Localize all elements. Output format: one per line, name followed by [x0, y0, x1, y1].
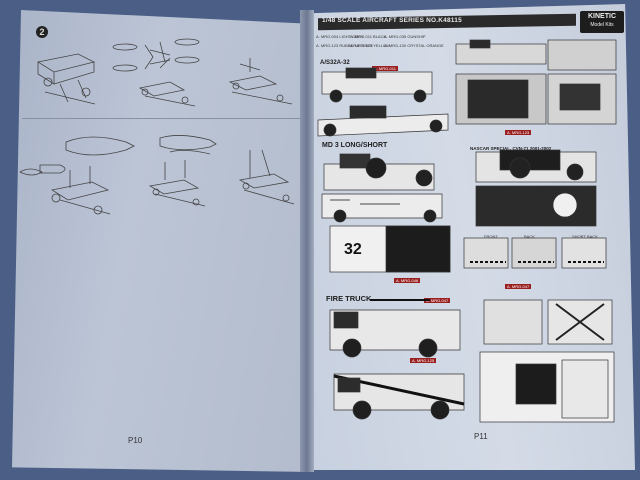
- paint-chip-6: A. MRG-100 CRYSTAL ORANGE: [384, 43, 444, 48]
- decal-number: 32: [344, 241, 362, 258]
- color-tag-7: A. MRG-123: [505, 130, 532, 135]
- nascar-view: [475, 149, 597, 227]
- fire-truck-side-view-1: [329, 299, 461, 358]
- booklet-gutter: [300, 10, 314, 472]
- header-title: 1/48 SCALE AIRCRAFT SERIES NO.K48115: [322, 17, 462, 24]
- weapons-trolley-drawing-6: [238, 149, 295, 205]
- label-short-back: SHORT BACK: [572, 234, 598, 239]
- left-page-number: P10: [128, 436, 143, 445]
- label-back: BACK: [524, 234, 535, 239]
- nascar-section-title: NASCAR SPECIAL, CVN-71 2001-2002: [470, 146, 552, 151]
- label-front: FRONT: [484, 234, 498, 239]
- fire-truck-top-view: [479, 299, 615, 423]
- step-divider: [22, 118, 302, 119]
- weapons-trolley-drawing-2: [138, 81, 196, 107]
- vehicle-front-back-views: [463, 237, 607, 269]
- missile-drawing-1: [19, 136, 135, 176]
- right-page-number: P11: [474, 432, 488, 441]
- color-tag-4: A. MRG-125: [410, 358, 437, 363]
- paint-chip-4: A. MRG-123 RUBBER & TIRES: [316, 43, 373, 48]
- color-tag-1: A. MRG-011: [372, 66, 398, 71]
- weapons-trolley-drawing-5: [148, 160, 206, 207]
- md3-section-title: MD 3 LONG/SHORT: [322, 142, 388, 149]
- md3-side-view-2: [321, 193, 443, 223]
- color-tag-3: A. MRG-047: [424, 298, 451, 303]
- fire-truck-section-title: FIRE TRUCK: [326, 294, 372, 303]
- paint-chip-1: A. MRG-004 LIGHT GREY: [316, 34, 364, 39]
- paint-chip-2: A. MRG-011 BLACK: [350, 34, 387, 39]
- weapons-trolley-drawing-3: [228, 58, 293, 105]
- md3-decal-view: 32: [329, 225, 451, 273]
- fire-truck-side-view-2: [333, 373, 465, 420]
- tug-side-view-2: [317, 105, 449, 137]
- weapons-trolley-drawing-1: [36, 53, 96, 105]
- paint-chip-3: A. MRG-035 GUNSHIP: [384, 34, 426, 39]
- tug-top-view: [455, 39, 617, 125]
- md3-side-view-1: [323, 153, 435, 191]
- color-tag-6: A. MRG-047: [505, 284, 532, 289]
- color-tag-5: A. MRG-046: [394, 278, 421, 283]
- brand-name: KINETIC: [588, 13, 616, 20]
- step-number-badge: 2: [36, 26, 48, 38]
- weapons-trolley-drawing-4: [50, 166, 111, 215]
- bomb-rack-parts: [112, 38, 200, 72]
- missile-drawing-2: [159, 135, 217, 155]
- tug-section-title: A/S32A-32: [320, 60, 350, 66]
- brand-sub: Model Kits: [590, 22, 614, 28]
- paint-chip-5: A. MRG-125 YELLOW: [350, 43, 390, 48]
- brand-logo: KINETIC Model Kits: [580, 11, 624, 33]
- tug-side-view-1: [321, 67, 433, 103]
